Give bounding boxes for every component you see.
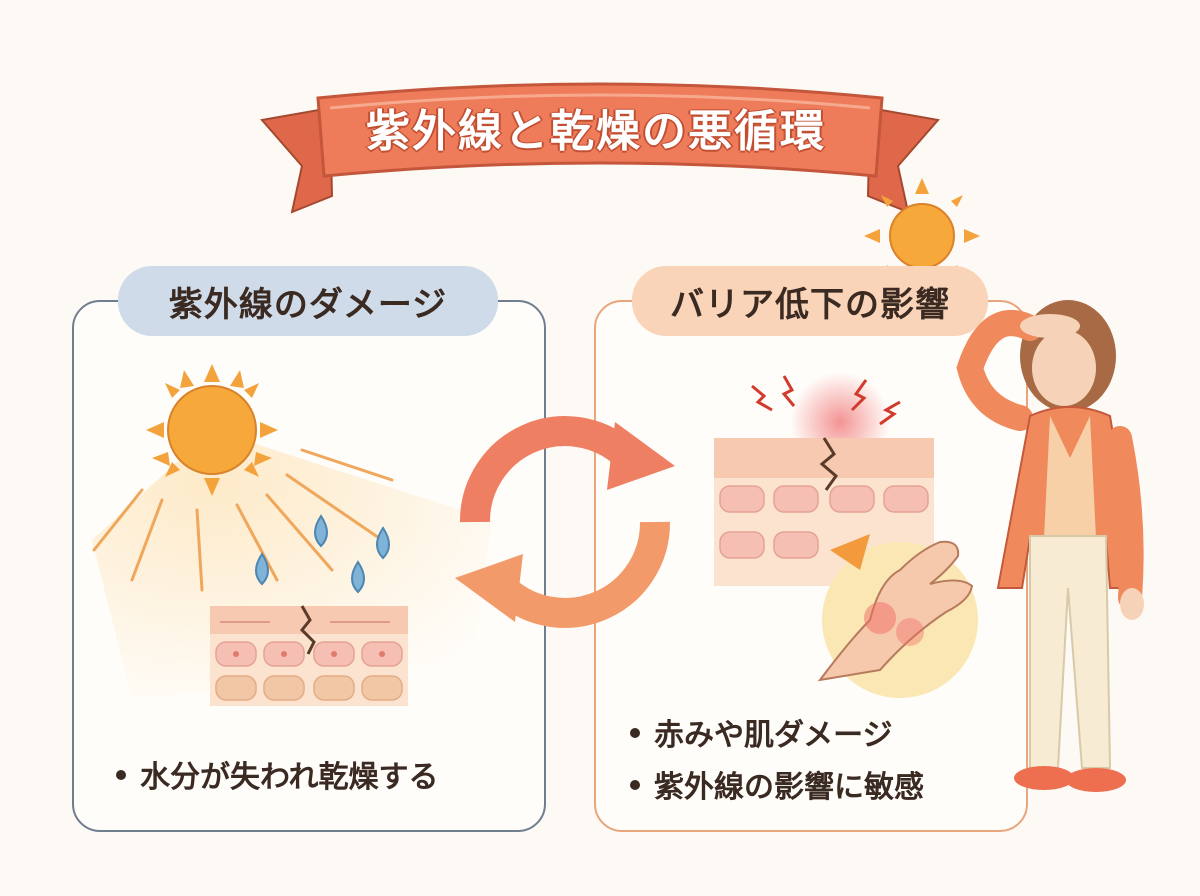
right-bullet-2: 紫外線の影響に敏感 <box>630 762 924 806</box>
irritated-hand-icon <box>817 534 978 698</box>
sun-icon <box>146 364 278 496</box>
bullet-dot <box>116 769 126 780</box>
cracked-skin-icon <box>714 372 934 586</box>
water-drop-icon <box>255 514 390 594</box>
skin-layer-icon <box>210 605 408 706</box>
bullet-dot <box>630 727 640 738</box>
right-bullet-1: 赤みや肌ダメージ <box>630 710 893 754</box>
woman-figure <box>956 300 1144 792</box>
left-bullet-1: 水分が失われ乾燥する <box>116 752 439 796</box>
page-title: 紫外線と乾燥の悪循環 <box>366 106 826 157</box>
cycle-arrows-icon <box>455 416 675 628</box>
left-heading: 紫外線のダメージ <box>118 266 498 336</box>
title-ribbon <box>260 82 940 214</box>
bullet-dot <box>630 779 640 790</box>
right-heading: バリア低下の影響 <box>632 266 988 336</box>
